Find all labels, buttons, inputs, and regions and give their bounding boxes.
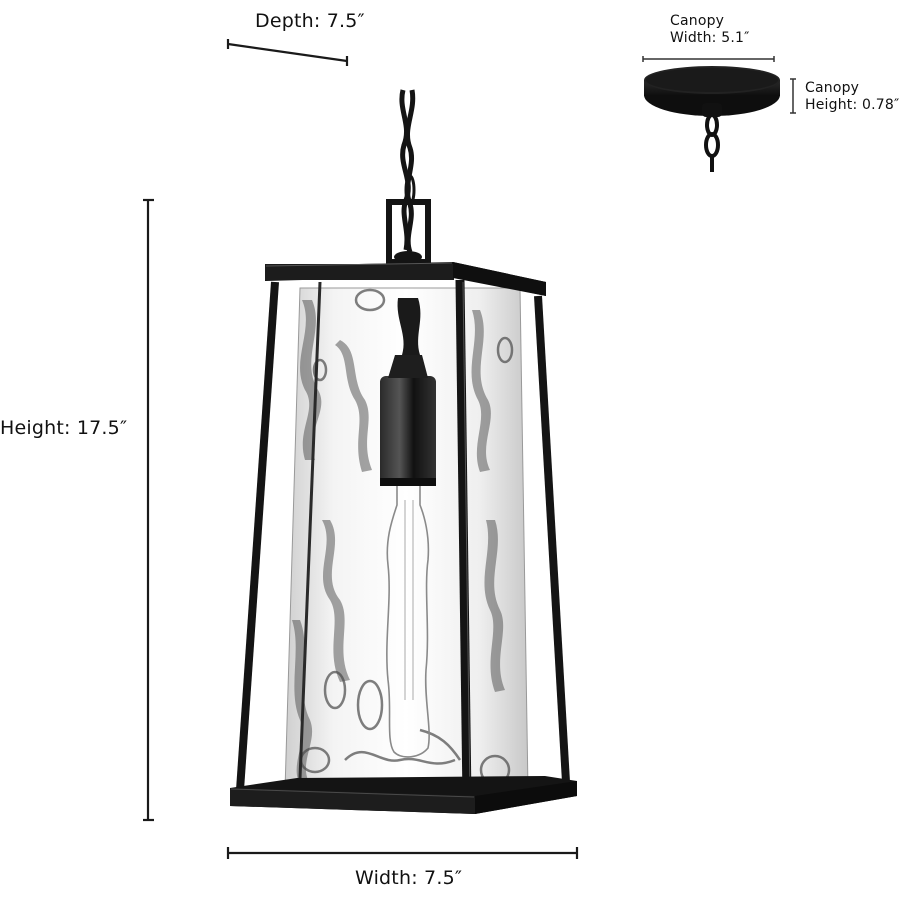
depth-dimension-line <box>226 39 349 66</box>
height-dimension-line <box>143 198 154 822</box>
bulb <box>386 486 430 758</box>
depth-label: Depth: 7.5″ <box>255 10 365 32</box>
frame-base <box>230 776 577 814</box>
frame-top <box>265 262 546 296</box>
chain <box>399 89 416 253</box>
canopy-height-label-line2: Height: 0.78″ <box>805 97 900 113</box>
canopy-width-label: Canopy Width: 5.1″ <box>670 13 750 47</box>
canopy-height-label-line1: Canopy <box>805 80 860 96</box>
width-label: Width: 7.5″ <box>355 867 463 889</box>
canopy <box>644 66 780 172</box>
canopy-height-label: Canopy Height: 0.78″ <box>805 80 899 114</box>
canopy-width-label-line2: Width: 5.1″ <box>670 30 750 46</box>
frame-posts <box>236 279 570 801</box>
height-label: Height: 17.5″ <box>0 417 128 439</box>
canopy-chain-icon <box>704 113 720 172</box>
canopy-height-dimension-line <box>790 78 796 114</box>
width-dimension-line <box>226 847 579 859</box>
canopy-width-label-line1: Canopy <box>670 13 725 29</box>
canopy-width-dimension-line <box>642 56 775 62</box>
socket <box>380 298 436 486</box>
